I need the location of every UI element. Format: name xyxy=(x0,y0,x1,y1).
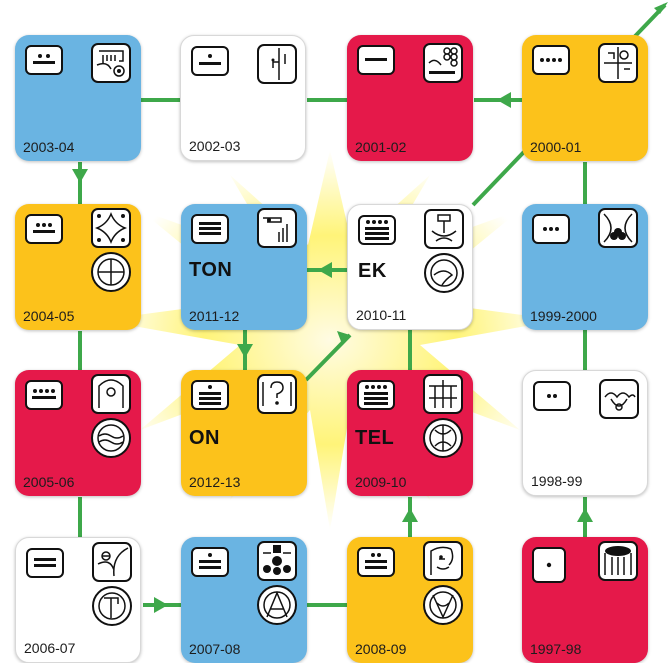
number-glyph-2 xyxy=(533,381,571,411)
year-label: 2007-08 xyxy=(189,641,240,657)
number-glyph-10 xyxy=(26,548,64,578)
year-label: 1998-99 xyxy=(531,473,582,489)
year-label: 2011-12 xyxy=(189,308,239,324)
tile-1999-2000: 1999-2000 xyxy=(522,204,648,330)
year-label: 2004-05 xyxy=(23,308,74,324)
month-glyph-icon xyxy=(423,418,463,458)
number-glyph-18 xyxy=(358,215,396,245)
day-glyph-icon xyxy=(423,374,463,414)
tile-2004-05: 2004-05 xyxy=(15,204,141,330)
number-glyph-15 xyxy=(191,214,229,244)
day-glyph-icon xyxy=(599,379,639,419)
tile-2006-07: 2006-07 xyxy=(15,537,141,663)
tile-2007-08: 2007-08 xyxy=(181,537,307,663)
glyph-word: TEL xyxy=(355,427,394,450)
day-glyph-icon xyxy=(91,208,131,248)
number-glyph-9 xyxy=(25,380,63,410)
year-label: 2010-11 xyxy=(356,307,406,323)
day-glyph-icon xyxy=(257,208,297,248)
year-label: 2003-04 xyxy=(23,139,74,155)
year-label: 2012-13 xyxy=(189,474,240,490)
month-glyph-icon xyxy=(424,253,464,293)
tile-1997-98: 1997-98 xyxy=(522,537,648,663)
tile-1998-99: 1998-99 xyxy=(522,370,648,496)
day-glyph-icon xyxy=(257,44,297,84)
day-glyph-icon xyxy=(257,541,297,581)
day-glyph-icon xyxy=(424,209,464,249)
day-glyph-icon xyxy=(598,208,638,248)
number-glyph-4 xyxy=(532,45,570,75)
year-label: 2006-07 xyxy=(24,640,75,656)
day-glyph-icon xyxy=(91,374,131,414)
number-glyph-2 xyxy=(25,45,63,75)
year-label: 2008-09 xyxy=(355,641,406,657)
tile-2003-04: 2003-04 xyxy=(15,35,141,161)
number-glyph-12 xyxy=(357,547,395,577)
day-glyph-icon xyxy=(423,541,463,581)
month-glyph-icon xyxy=(423,585,463,625)
tile-2002-03: 2002-03 xyxy=(180,35,306,161)
tile-2008-09: 2008-09 xyxy=(347,537,473,663)
month-glyph-icon xyxy=(91,418,131,458)
month-glyph-icon xyxy=(91,252,131,292)
day-glyph-icon xyxy=(598,43,638,83)
month-glyph-icon xyxy=(257,585,297,625)
number-glyph-11 xyxy=(191,547,229,577)
year-label: 2009-10 xyxy=(355,474,406,490)
day-glyph-icon xyxy=(91,43,131,83)
number-glyph-1 xyxy=(191,46,229,76)
glyph-word: ON xyxy=(189,427,220,450)
year-label: 1997-98 xyxy=(530,641,581,657)
tile-2011-12: TON 2011-12 xyxy=(181,204,307,330)
year-label: 2000-01 xyxy=(530,139,581,155)
day-glyph-icon xyxy=(92,542,132,582)
day-glyph-icon xyxy=(423,43,463,83)
tile-2005-06: 2005-06 xyxy=(15,370,141,496)
day-glyph-icon xyxy=(257,374,297,414)
day-glyph-icon xyxy=(598,541,638,581)
year-label: 2005-06 xyxy=(23,474,74,490)
number-glyph-3 xyxy=(532,214,570,244)
tile-2000-01: 2000-01 xyxy=(522,35,648,161)
number-glyph-5 xyxy=(357,45,395,75)
tile-2010-11: EK 2010-11 xyxy=(347,204,473,330)
tile-2009-10: TEL 2009-10 xyxy=(347,370,473,496)
year-label: 1999-2000 xyxy=(530,308,597,324)
number-glyph-1 xyxy=(532,547,566,583)
tile-2001-02: 2001-02 xyxy=(347,35,473,161)
number-glyph-3 xyxy=(25,214,63,244)
month-glyph-icon xyxy=(92,586,132,626)
number-glyph-19 xyxy=(357,380,395,410)
number-glyph-16 xyxy=(191,380,229,410)
glyph-word: EK xyxy=(358,260,387,283)
starburst xyxy=(100,150,560,530)
glyph-word: TON xyxy=(189,259,232,282)
year-label: 2002-03 xyxy=(189,138,240,154)
tile-2012-13: ON 2012-13 xyxy=(181,370,307,496)
year-label: 2001-02 xyxy=(355,139,406,155)
